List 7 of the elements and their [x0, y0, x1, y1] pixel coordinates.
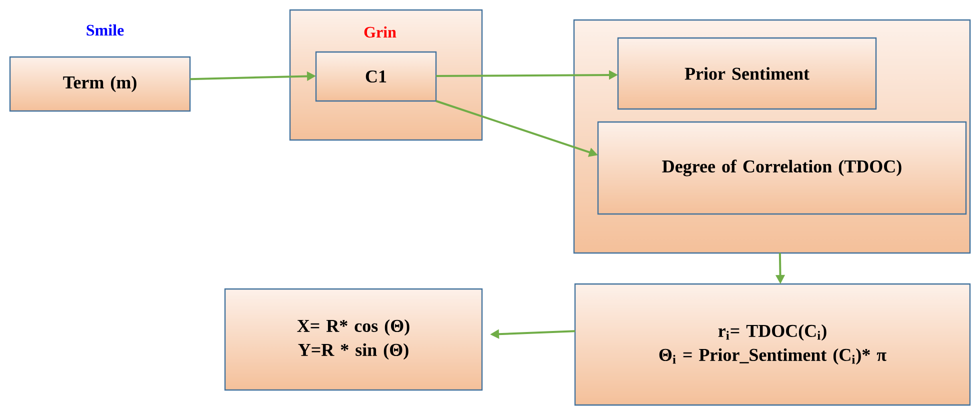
node-label: Smile: [86, 24, 124, 36]
process-box: Prior Sentiment: [617, 37, 877, 110]
process-box: C1: [315, 51, 437, 102]
formula-box: r$_{i}$= TDOC(C$_{i}$) Θ$_{i}$ = Prior_Sentiment (C$_{i}$)* π: [574, 283, 971, 406]
formula-box: X= R* cos (Θ) Y=R * sin (Θ): [224, 288, 483, 391]
term-box: Smile Term (m): [9, 24, 191, 112]
process-box: Degree of Correlation (TDOC): [597, 121, 967, 215]
